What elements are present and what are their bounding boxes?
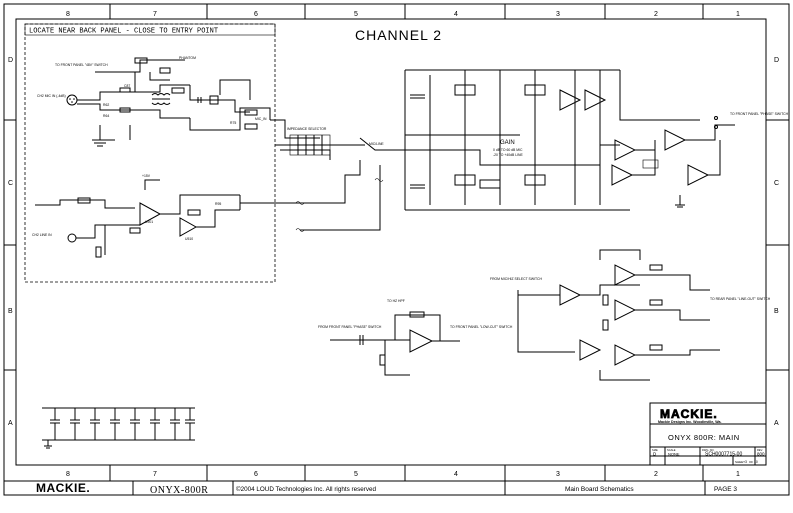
col-label-bottom: 3: [556, 471, 560, 478]
xlr-connector-icon: [66, 94, 78, 106]
footer-brand-logo: MACKIE.: [36, 481, 90, 495]
row-label-right: A: [774, 420, 779, 427]
label-impedance-selector: IMPEDANCE SELECTOR: [287, 127, 327, 131]
title-block-doc-number: SCH0007715-00: [705, 452, 742, 458]
label-to-front-phase: TO FRONT PANEL "PHASE" SWITCH: [730, 112, 789, 116]
grid-ticks: [4, 4, 789, 481]
inner-border: [15, 18, 767, 466]
footer-copyright: ©2004 LOUD Technologies Inc. All rights …: [236, 485, 376, 493]
svg-text:DWG. NO.: DWG. NO.: [702, 448, 715, 452]
row-label-left: C: [8, 180, 13, 187]
channel-title: CHANNEL 2: [355, 27, 442, 43]
svg-text:SIZE: SIZE: [652, 448, 658, 452]
row-label-right: D: [774, 57, 779, 64]
label-to-front-locut: TO FRONT PANEL "LOW-CUT" SWITCH: [450, 325, 513, 329]
svg-text:R95: R95: [215, 202, 221, 206]
label-to-front-48v: TO FRONT PANEL "48V" SWITCH: [55, 63, 108, 67]
label-ch2-mic-in: CH2 MIC IN (-4dB): [37, 94, 66, 98]
col-label-bottom: 7: [153, 471, 157, 478]
label-to-hz-hpf: TO HZ HPF: [387, 299, 405, 303]
row-label-right: C: [774, 180, 779, 187]
title-block-scale: NONE: [668, 452, 680, 457]
title-block-sheet-of: 10: [754, 460, 758, 464]
label-to-rear-panel: TO REAR PANEL "LINE-OUT" SWITCH: [710, 297, 771, 301]
col-label-top: 7: [153, 11, 157, 18]
col-label-bottom: 5: [354, 471, 358, 478]
label-gain-range-line: -20 TO +40dB LINE: [493, 153, 523, 157]
label-gain: GAIN: [500, 140, 515, 146]
svg-text:R62: R62: [103, 103, 109, 107]
line-out-drivers: FROM MIC/HIZ SELECT SWITCH TO REAR PANEL…: [490, 249, 771, 381]
col-label-bottom: 4: [454, 471, 458, 478]
phase-output-circuit: TO FRONT PANEL "PHASE" SWITCH: [640, 112, 789, 208]
gain-stage: GAIN 0 dB TO 60 dB MIC -20 TO +40dB LINE: [404, 69, 659, 211]
svg-text:U510: U510: [185, 237, 193, 241]
col-label-top: 2: [654, 11, 658, 18]
impedance-selector: IMPEDANCE SELECTOR MIC/LINE: [270, 119, 405, 232]
footer-description: Main Board Schematics: [565, 486, 634, 493]
col-label-top: 1: [736, 11, 740, 18]
row-label-right: B: [774, 308, 779, 315]
locate-note: LOCATE NEAR BACK PANEL - CLOSE TO ENTRY …: [29, 28, 218, 36]
label-mic-line: MIC/LINE: [369, 142, 384, 146]
svg-text:SHEET: SHEET: [735, 460, 745, 464]
title-block-size: D: [653, 452, 657, 457]
svg-text:REV.: REV.: [757, 448, 763, 452]
footer-product: ONYX-800R: [150, 485, 208, 496]
svg-text:MIC_IN: MIC_IN: [255, 117, 267, 121]
col-label-bottom: 6: [254, 471, 258, 478]
mic-input-circuit: TO FRONT PANEL "48V" SWITCH CH2 MIC IN (…: [37, 56, 271, 147]
label-from-mic-hiz: FROM MIC/HIZ SELECT SWITCH: [490, 277, 542, 281]
title-block-sheet-no: 3: [745, 460, 747, 464]
col-label-top: 5: [354, 11, 358, 18]
svg-text:SCALE: SCALE: [667, 448, 676, 452]
svg-text:+15V: +15V: [142, 174, 151, 178]
trs-jack-icon: [67, 233, 77, 243]
label-from-front-phase: FROM FRONT PANEL "PHASE" SWITCH: [318, 325, 382, 329]
col-label-bottom: 2: [654, 471, 658, 478]
col-label-bottom: 1: [736, 471, 740, 478]
title-block-brand: MACKIE.: [660, 407, 718, 421]
svg-text:C87: C87: [124, 84, 130, 88]
footer-strip: MACKIE. ONYX-800R ©2004 LOUD Technologie…: [3, 480, 790, 496]
label-gain-range-mic: 0 dB TO 60 dB MIC: [493, 148, 523, 152]
col-label-top: 8: [66, 11, 70, 18]
row-label-left: D: [8, 57, 13, 64]
title-block-rev: 800: [757, 452, 765, 457]
col-label-top: 3: [556, 11, 560, 18]
row-label-left: A: [8, 420, 13, 427]
svg-text:R75: R75: [230, 121, 236, 125]
row-label-left: B: [8, 308, 13, 315]
locate-note-frame: [24, 23, 276, 36]
svg-text:U501: U501: [145, 220, 153, 224]
svg-text:R64: R64: [103, 114, 109, 118]
col-label-bottom: 8: [66, 471, 70, 478]
footer-page: PAGE 3: [714, 486, 737, 493]
line-input-circuit: CH2 LINE IN +15V U501 U510 R95: [32, 174, 290, 258]
title-block-company: Mackie Designs Inc. Woodinville, Wa.: [658, 420, 722, 424]
label-ch2-line-in: CH2 LINE IN: [32, 233, 52, 237]
col-label-top: 6: [254, 11, 258, 18]
col-label-top: 4: [454, 11, 458, 18]
svg-text:PHANTOM: PHANTOM: [179, 56, 196, 60]
svg-text:OF: OF: [749, 460, 753, 464]
title-block: MACKIE. Mackie Designs Inc. Woodinville,…: [649, 402, 767, 466]
phase-hpf-circuit: TO HZ HPF FROM FRONT PANEL "PHASE" SWITC…: [318, 299, 513, 376]
title-block-doc-title: ONYX 800R: MAIN: [668, 433, 740, 442]
bypass-capacitor-bank: [42, 407, 195, 449]
